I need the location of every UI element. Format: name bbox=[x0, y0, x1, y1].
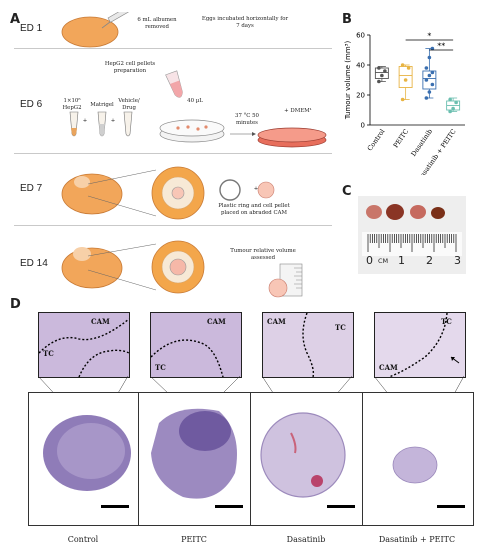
plastic-ring-illustration bbox=[219, 179, 275, 201]
data-point bbox=[383, 69, 387, 73]
data-point bbox=[424, 96, 429, 100]
label-cam-dasatinib: CAM bbox=[267, 317, 286, 326]
hepg2-note: 1×10⁶ HepG2 bbox=[62, 98, 82, 111]
ed7-egg-illustration bbox=[61, 166, 205, 220]
vehicle-note: Vehicle/ Drug bbox=[118, 98, 140, 111]
data-point bbox=[377, 79, 381, 84]
data-point bbox=[427, 90, 432, 94]
plus-3: + bbox=[253, 186, 259, 192]
panel-letter-a: A bbox=[10, 12, 21, 27]
y-tick-label: 60 bbox=[356, 32, 365, 40]
micrograph-peitc: CAM TC bbox=[150, 312, 242, 378]
x-tick-label: Dasatinib bbox=[409, 128, 434, 158]
data-point bbox=[448, 109, 452, 114]
incubate-note: Eggs incubated horizontally for 7 days bbox=[201, 16, 289, 29]
pellet-prep-note: HepG2 cell pellets preparation bbox=[104, 61, 156, 74]
micrograph-dasatinib: CAM TC bbox=[262, 312, 354, 378]
plastic-ring-note: Plastic ring and cell pellet placed on a… bbox=[218, 203, 290, 216]
data-point bbox=[454, 100, 458, 105]
ed1-label: ED 1 bbox=[20, 23, 43, 34]
tumour-photo: 0 CM 1 2 3 bbox=[358, 196, 466, 274]
label-cam-dasatinib-peitc: CAM bbox=[379, 363, 398, 372]
dish-1-illustration bbox=[159, 119, 225, 143]
tubes-illustration bbox=[69, 111, 133, 137]
label-tc-peitc: TC bbox=[155, 363, 166, 372]
y-axis-label: Tumour volume (mm³) bbox=[344, 41, 352, 121]
x-tick-label: Control bbox=[366, 128, 387, 153]
albumen-note: 6 mL albumen removed bbox=[137, 17, 177, 30]
significance-label: ** bbox=[437, 42, 445, 51]
plus-2: + bbox=[110, 118, 116, 124]
dish-2-illustration bbox=[230, 127, 327, 148]
data-point bbox=[451, 106, 455, 111]
data-point bbox=[406, 66, 411, 70]
label-tc-dasatinib-peitc: TC bbox=[441, 317, 452, 326]
tissue-dasatinib-peitc bbox=[362, 392, 474, 526]
label-tc-control: TC bbox=[43, 349, 54, 358]
data-point bbox=[427, 55, 432, 60]
panel-letter-c: C bbox=[342, 184, 352, 199]
tumour-volume-note: Tumour relative volume assessed bbox=[230, 248, 296, 261]
data-point bbox=[424, 66, 429, 70]
data-point bbox=[400, 63, 405, 67]
ruler-illustration bbox=[268, 263, 303, 298]
volume-note: 40 µL bbox=[187, 98, 203, 104]
data-point bbox=[430, 46, 435, 51]
data-point bbox=[400, 97, 405, 102]
panel-letter-b: B bbox=[342, 12, 352, 27]
x-tick-label: PEITC bbox=[392, 128, 411, 150]
ed14-label: ED 14 bbox=[20, 258, 48, 269]
panel-letter-d: D bbox=[10, 297, 21, 312]
condition-label-dasatinib-peitc: Dasatinib + PEITC bbox=[378, 535, 456, 544]
y-tick-label: 20 bbox=[356, 92, 365, 100]
significance-label: * bbox=[427, 32, 431, 41]
tissue-dasatinib bbox=[250, 392, 364, 526]
dmem-note: + DMEM¹ bbox=[284, 108, 312, 114]
data-point bbox=[403, 78, 408, 82]
micrograph-control: CAM TC bbox=[38, 312, 130, 378]
y-tick-label: 0 bbox=[361, 122, 365, 130]
data-point bbox=[430, 82, 435, 87]
label-cam-control: CAM bbox=[91, 317, 110, 326]
plus-1: + bbox=[82, 118, 88, 124]
ruler-label-0: 0 bbox=[366, 254, 373, 267]
ruler-label-3: 3 bbox=[454, 254, 461, 267]
matrigel-note: Matrigel bbox=[90, 102, 114, 108]
data-point bbox=[430, 70, 435, 75]
box bbox=[374, 67, 389, 79]
egg-syringe-illustration bbox=[61, 12, 137, 48]
tissue-peitc bbox=[138, 392, 252, 526]
y-tick-label: 40 bbox=[356, 62, 365, 70]
ed6-label: ED 6 bbox=[20, 99, 43, 110]
data-point bbox=[424, 78, 429, 82]
condition-label-dasatinib: Dasatinib bbox=[286, 535, 326, 544]
box bbox=[398, 66, 413, 88]
condition-label-peitc: PEITC bbox=[181, 535, 207, 544]
ruler-label-cm: CM bbox=[378, 257, 389, 265]
ruler-label-2: 2 bbox=[426, 254, 433, 267]
data-point bbox=[377, 66, 381, 70]
pink-tube-illustration bbox=[165, 70, 183, 98]
incubation-note: 37 °C 50 minutes bbox=[235, 113, 259, 126]
data-point bbox=[427, 73, 432, 78]
micrograph-dasatinib-peitc: TC CAM bbox=[374, 312, 466, 378]
ed7-label: ED 7 bbox=[20, 183, 43, 194]
label-tc-dasatinib: TC bbox=[335, 323, 346, 332]
data-point bbox=[380, 73, 384, 78]
ruler-label-1: 1 bbox=[398, 254, 405, 267]
tissue-control bbox=[28, 392, 140, 526]
condition-label-control: Control bbox=[67, 535, 99, 544]
label-cam-peitc: CAM bbox=[207, 317, 226, 326]
data-point bbox=[448, 97, 452, 102]
ed14-egg-illustration bbox=[61, 240, 205, 294]
